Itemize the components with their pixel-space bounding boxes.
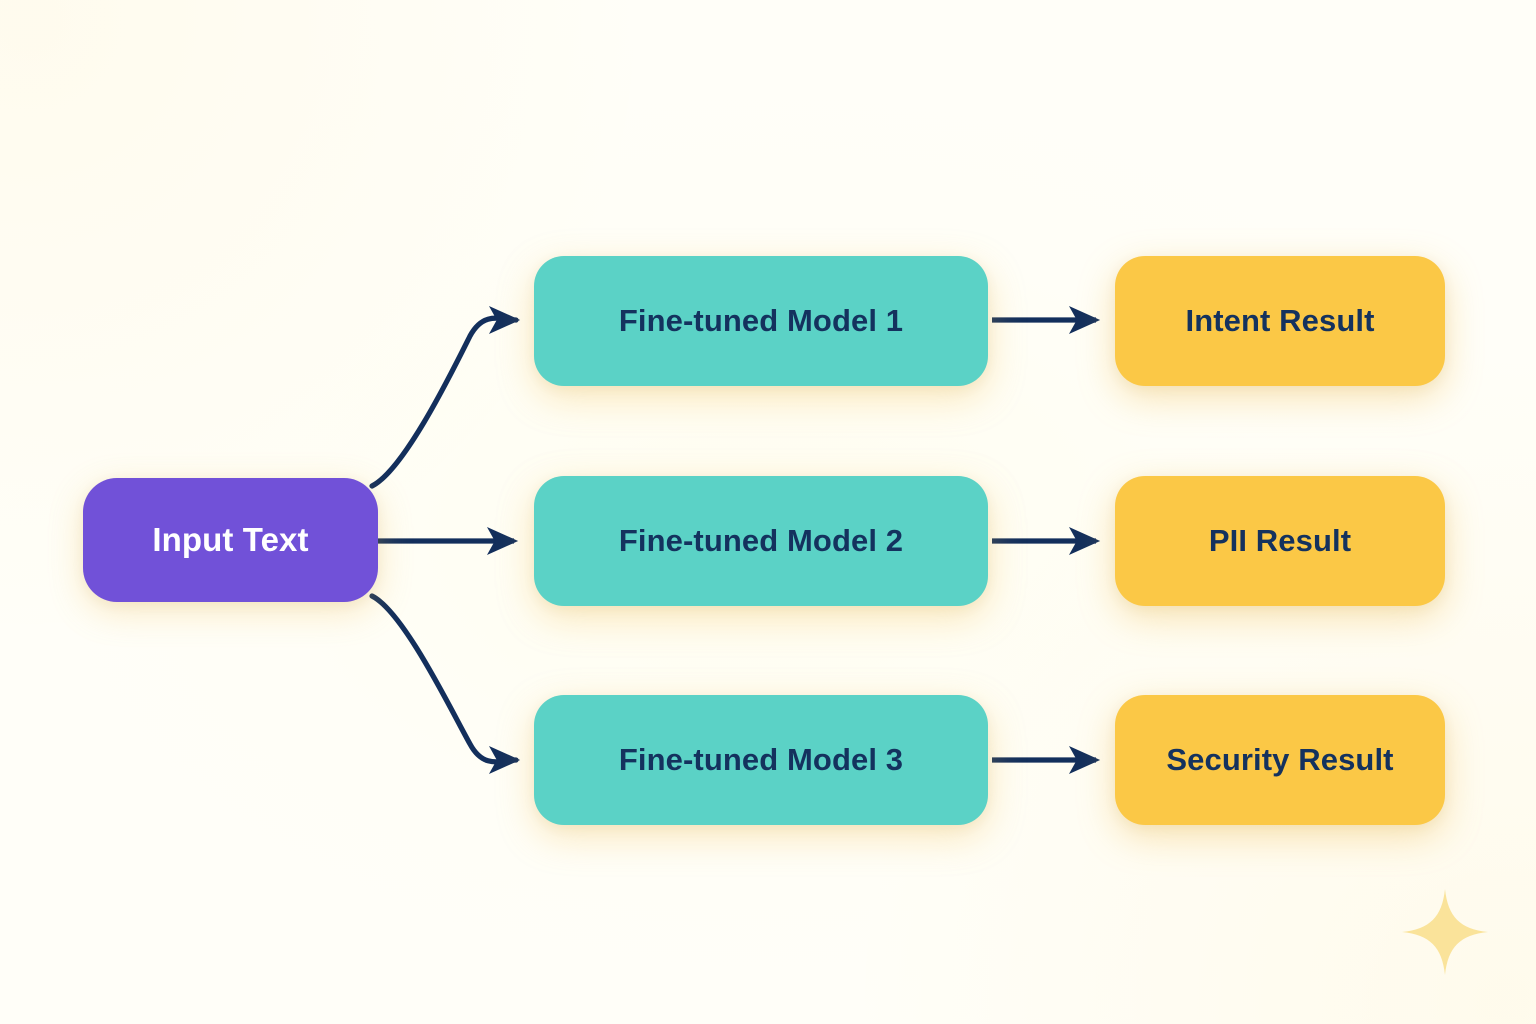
node-pii-result[interactable]: PII Result	[1115, 476, 1445, 606]
node-security-result[interactable]: Security Result	[1115, 695, 1445, 825]
node-fine-tuned-model-2[interactable]: Fine-tuned Model 2	[534, 476, 988, 606]
edge-input-to-model-1	[369, 305, 521, 489]
node-intent-result[interactable]: Intent Result	[1115, 256, 1445, 386]
node-input-text[interactable]: Input Text	[83, 478, 378, 602]
node-fine-tuned-model-1[interactable]: Fine-tuned Model 1	[534, 256, 988, 386]
node-fine-tuned-model-3[interactable]: Fine-tuned Model 3	[534, 695, 988, 825]
edge-input-to-model-3	[369, 593, 521, 775]
sparkle-icon	[1402, 889, 1488, 975]
